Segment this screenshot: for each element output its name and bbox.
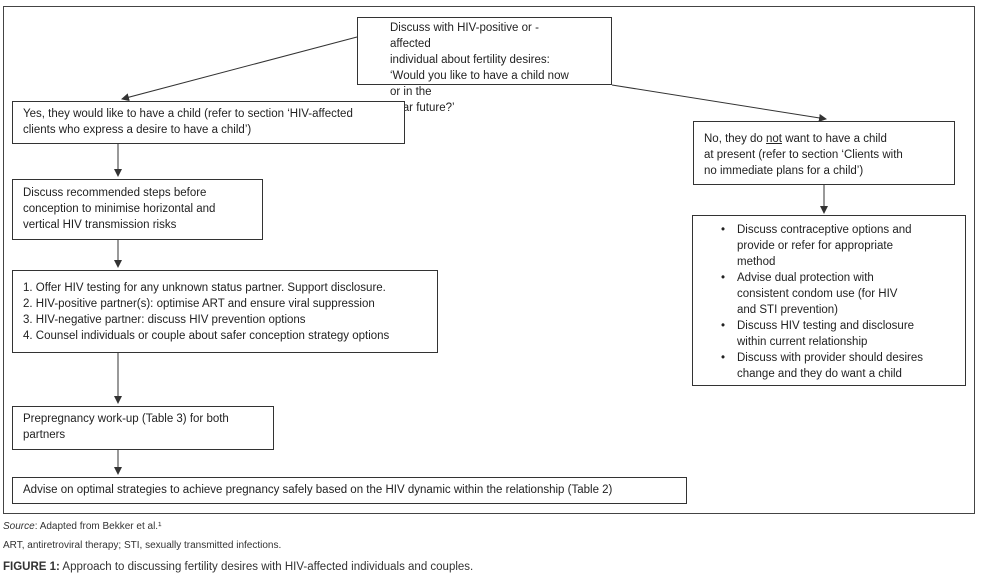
arrow-top-to-no <box>611 84 827 122</box>
source-text: : Adapted from Bekker et al.¹ <box>34 521 162 532</box>
no-desire-actions-list: Discuss contraceptive options and provid… <box>717 222 955 382</box>
conception-steps-box: Discuss recommended steps before concept… <box>12 179 263 240</box>
list-item: Discuss HIV testing and disclosure withi… <box>721 318 955 350</box>
no-desire-actions-box: Discuss contraceptive options and provid… <box>692 215 966 386</box>
figure-text: Approach to discussing fertility desires… <box>59 561 474 573</box>
list-item: Advise dual protection with consistent c… <box>721 270 955 318</box>
numbered-actions-list: 1. Offer HIV testing for any unknown sta… <box>23 280 427 344</box>
yes-desire-text: Yes, they would like to have a child (re… <box>23 108 353 136</box>
list-item: 4. Counsel individuals or couple about s… <box>23 330 390 342</box>
source-label: Source <box>3 521 35 532</box>
flow-arrows <box>114 36 828 475</box>
yes-desire-box: Yes, they would like to have a child (re… <box>12 101 405 144</box>
prepregnancy-workup-text: Prepregnancy work-up (Table 3) for both … <box>23 413 229 441</box>
advise-strategies-text: Advise on optimal strategies to achieve … <box>23 484 613 496</box>
diagram-frame <box>3 6 975 514</box>
fertility-question-text: Discuss with HIV-positive or - affected … <box>390 22 569 114</box>
no-desire-text: No, they do not want to have a child at … <box>704 133 903 177</box>
conception-steps-text: Discuss recommended steps before concept… <box>23 187 216 231</box>
list-item: 1. Offer HIV testing for any unknown sta… <box>23 282 386 294</box>
no-desire-box: No, they do not want to have a child at … <box>693 121 955 185</box>
source-note: Source: Adapted from Bekker et al.¹ <box>3 521 161 532</box>
not-emphasis: not <box>766 133 783 145</box>
abbreviations-note: ART, antiretroviral therapy; STI, sexual… <box>3 540 282 551</box>
fertility-question-box: Discuss with HIV-positive or - affected … <box>357 17 612 114</box>
prepregnancy-workup-box: Prepregnancy work-up (Table 3) for both … <box>12 406 274 450</box>
advise-strategies-box: Advise on optimal strategies to achieve … <box>12 477 687 504</box>
arrow-top-to-yes <box>121 36 358 102</box>
list-item: 3. HIV-negative partner: discuss HIV pre… <box>23 314 306 326</box>
figure-caption: FIGURE 1: Approach to discussing fertili… <box>3 561 473 573</box>
figure-label: FIGURE 1: <box>3 561 60 573</box>
list-item: Discuss contraceptive options and provid… <box>721 222 955 270</box>
numbered-actions-box: 1. Offer HIV testing for any unknown sta… <box>12 270 438 353</box>
list-item: 2. HIV-positive partner(s): optimise ART… <box>23 298 375 310</box>
list-item: Discuss with provider should desires cha… <box>721 350 955 382</box>
